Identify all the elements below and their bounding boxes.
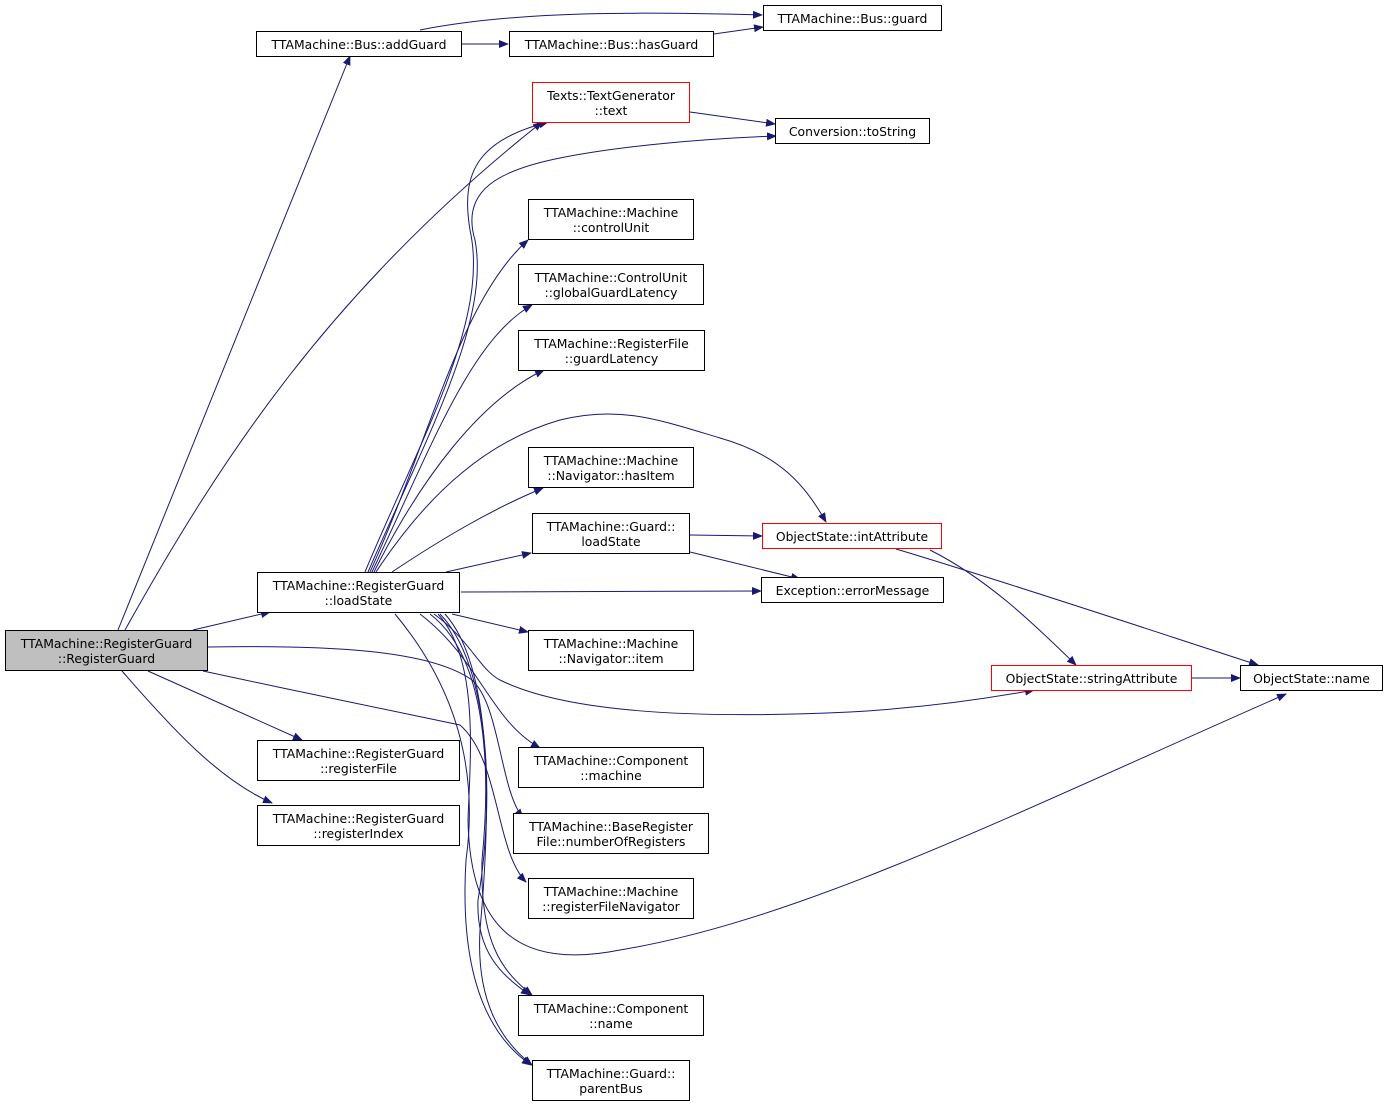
edge-load-state-to-component-name: [429, 613, 533, 996]
node-exception-error-message[interactable]: Exception::errorMessage: [761, 577, 944, 603]
edge-text-generator-text-to-conversion-to-string: [689, 111, 776, 127]
node-label-line-2: ::globalGuardLatency: [544, 284, 678, 300]
node-register-guard-register-file[interactable]: TTAMachine::RegisterGuard ::registerFile: [257, 740, 460, 781]
node-label-line-2: ::registerIndex: [313, 825, 404, 841]
node-register-guard-constructor[interactable]: TTAMachine::RegisterGuard ::RegisterGuar…: [5, 630, 208, 671]
edge-load-state-to-object-state-name: [437, 613, 1287, 956]
node-label-line-2: ::Navigator::hasItem: [547, 467, 675, 483]
node-label-line-2: ::registerFile: [320, 760, 397, 776]
node-label-line-2: ::Navigator::item: [558, 650, 664, 666]
node-label-line-2: ::registerFileNavigator: [542, 898, 680, 914]
node-navigator-item[interactable]: TTAMachine::Machine ::Navigator::item: [528, 630, 694, 671]
node-machine-control-unit[interactable]: TTAMachine::Machine ::controlUnit: [528, 199, 694, 240]
node-label-line-1: TTAMachine::Bus::guard: [777, 10, 928, 26]
node-label-line-1: TTAMachine::Bus::hasGuard: [524, 36, 699, 52]
node-label-line-1: TTAMachine::Guard::: [546, 518, 676, 534]
node-bus-add-guard[interactable]: TTAMachine::Bus::addGuard: [256, 31, 462, 57]
node-label-line-2: ::guardLatency: [564, 350, 659, 366]
node-machine-register-file-navigator[interactable]: TTAMachine::Machine ::registerFileNaviga…: [528, 878, 694, 919]
node-label-line-1: TTAMachine::RegisterGuard: [272, 810, 445, 826]
node-label-line-1: TTAMachine::Machine: [543, 204, 679, 220]
edge-root-to-text-generator-text: [124, 121, 543, 631]
node-conversion-to-string[interactable]: Conversion::toString: [775, 118, 930, 144]
node-label-line-2: ::name: [589, 1015, 633, 1031]
node-object-state-name[interactable]: ObjectState::name: [1240, 665, 1383, 691]
node-navigator-has-item[interactable]: TTAMachine::Machine ::Navigator::hasItem: [528, 447, 694, 488]
node-register-guard-load-state[interactable]: TTAMachine::RegisterGuard ::loadState: [257, 572, 460, 613]
edge-load-state-to-conversion-to-string: [367, 132, 777, 573]
node-label-line-1: Texts::TextGenerator: [547, 87, 675, 103]
node-label-line-1: ObjectState::intAttribute: [775, 528, 929, 544]
node-text-generator-text[interactable]: Texts::TextGenerator ::text: [532, 82, 690, 123]
edge-load-state-to-object-state-string-attribute: [433, 613, 1035, 716]
edge-root-to-register-guard-register-index: [121, 670, 273, 804]
node-bus-guard[interactable]: TTAMachine::Bus::guard: [763, 5, 942, 31]
edge-root-to-register-guard-load-state: [192, 610, 271, 631]
edge-load-state-to-guard-load-state: [445, 551, 532, 573]
node-label-line-1: TTAMachine::Machine: [543, 883, 679, 899]
node-label-line-1: ObjectState::name: [1253, 670, 1370, 686]
node-bus-has-guard[interactable]: TTAMachine::Bus::hasGuard: [509, 31, 714, 57]
node-label-line-1: Conversion::toString: [788, 123, 917, 139]
edge-load-state-to-register-file-guard-latency: [373, 369, 545, 573]
edge-guard-load-state-to-exception-error-message: [689, 551, 801, 581]
node-component-machine[interactable]: TTAMachine::Component ::machine: [518, 747, 704, 788]
edge-int-attribute-to-object-state-name: [895, 548, 1259, 667]
node-label-line-2: ::text: [594, 102, 628, 118]
node-label-line-1: TTAMachine::Component: [533, 1000, 689, 1016]
node-base-register-file-number-of-registers[interactable]: TTAMachine::BaseRegister File::numberOfR…: [513, 813, 709, 854]
edge-bus-has-guard-to-bus-guard: [713, 24, 764, 35]
node-label-line-2: ::RegisterGuard: [57, 650, 156, 666]
node-label-line-1: TTAMachine::Machine: [543, 635, 679, 651]
edge-load-state-to-object-state-int-attribute: [375, 413, 827, 573]
node-label-line-1: TTAMachine::Machine: [543, 452, 679, 468]
node-label-line-2: ::machine: [580, 767, 642, 783]
edge-load-state-to-control-unit-global-guard-latency: [371, 304, 533, 573]
node-guard-load-state[interactable]: TTAMachine::Guard:: loadState: [532, 513, 690, 554]
node-label-line-1: TTAMachine::RegisterGuard: [20, 635, 193, 651]
edge-int-attribute-to-string-attribute: [929, 549, 1077, 666]
edge-load-state-to-component-machine: [419, 613, 541, 749]
edge-load-state-to-exception-error-message: [460, 587, 762, 596]
node-label-line-1: TTAMachine::Guard::: [546, 1065, 676, 1081]
node-register-guard-register-index[interactable]: TTAMachine::RegisterGuard ::registerInde…: [257, 805, 460, 846]
edge-load-state-to-guard-parent-bus-b: [444, 613, 533, 1066]
edge-root-to-base-register-file-number-of-registers: [207, 646, 524, 819]
edge-load-state-to-component-name-b: [439, 613, 531, 996]
edge-load-state-to-guard-parent-bus: [394, 613, 532, 1066]
node-label-line-1: TTAMachine::Component: [533, 752, 689, 768]
node-label-line-2: File::numberOfRegisters: [536, 833, 686, 849]
node-object-state-int-attribute[interactable]: ObjectState::intAttribute: [762, 523, 942, 549]
node-label-line-2: ::controlUnit: [572, 219, 650, 235]
node-label-line-1: TTAMachine::BaseRegister: [529, 818, 693, 834]
node-label-line-2: parentBus: [579, 1080, 643, 1096]
edge-root-to-register-guard-register-file: [147, 670, 303, 741]
node-control-unit-global-guard-latency[interactable]: TTAMachine::ControlUnit ::globalGuardLat…: [518, 264, 704, 305]
edge-bus-add-guard-to-bus-guard: [419, 10, 763, 31]
node-label-line-1: TTAMachine::Bus::addGuard: [271, 36, 447, 52]
edge-load-state-to-machine-control-unit: [369, 239, 529, 573]
node-component-name[interactable]: TTAMachine::Component ::name: [518, 995, 704, 1036]
edge-load-state-to-navigator-item: [451, 613, 529, 634]
node-label-line-1: TTAMachine::RegisterGuard: [272, 577, 445, 593]
node-label-line-1: TTAMachine::ControlUnit: [534, 269, 688, 285]
node-label-line-1: TTAMachine::RegisterGuard: [272, 745, 445, 761]
edge-load-state-to-navigator-has-item: [391, 487, 544, 573]
node-label-line-1: TTAMachine::RegisterFile: [534, 335, 689, 351]
edge-load-state-to-text-generator-text: [364, 120, 549, 573]
edge-root-to-machine-register-file-navigator: [202, 670, 527, 883]
node-label-line-2: ::loadState: [324, 592, 393, 608]
node-label-line-1: ObjectState::stringAttribute: [1005, 670, 1178, 686]
node-object-state-string-attribute[interactable]: ObjectState::stringAttribute: [991, 665, 1192, 691]
edge-root-to-bus-add-guard: [117, 55, 351, 631]
node-label-line-1: Exception::errorMessage: [775, 582, 930, 598]
node-register-file-guard-latency[interactable]: TTAMachine::RegisterFile ::guardLatency: [518, 330, 705, 371]
edge-guard-load-state-to-object-state-int-attribute: [689, 531, 763, 540]
node-guard-parent-bus[interactable]: TTAMachine::Guard:: parentBus: [532, 1060, 690, 1101]
node-label-line-2: loadState: [581, 533, 641, 549]
